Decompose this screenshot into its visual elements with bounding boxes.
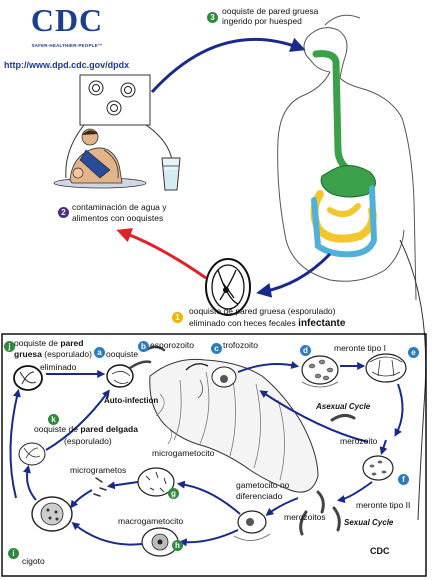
microgametes-illustration: [93, 477, 107, 497]
bathing-scene-illustration: [53, 128, 147, 189]
merozoites-illustration: [299, 490, 341, 536]
sporozoite-label: esporozoito: [150, 340, 194, 350]
stage-d-badge: d: [300, 345, 311, 356]
step-3-label-line2: ingerido por huesped: [222, 16, 302, 26]
arrow-oocyst-to-environment: [116, 228, 207, 280]
step-1-label-line2: eliminado con heces fecales infectante: [189, 318, 345, 329]
meront-type-2-illustration: [362, 455, 394, 481]
stage-a-badge: a: [94, 347, 105, 358]
meront-type-1-illustration: [301, 355, 339, 388]
step-2-badge: 2: [58, 207, 69, 218]
asexual-cycle-label: Asexual Cycle: [316, 402, 371, 411]
zygote-label: cigoto: [22, 556, 45, 566]
source-url[interactable]: http://www.dpd.cdc.gov/dpdx: [4, 60, 130, 70]
step-1-label-line1: ooquiste de pared gruesa (esporulado): [189, 306, 336, 316]
thin-walled-oocyst-illustration: [18, 442, 46, 466]
sexual-cycle-label: Sexual Cycle: [344, 518, 394, 527]
water-glass-illustration: [161, 157, 181, 191]
panel-to-bathing-line: [65, 124, 85, 179]
trophozoite-label: trofozoito: [223, 340, 258, 350]
stage-k-label-line1: ooquiste de pared delgada: [34, 424, 138, 434]
step-1-excreted-text: eliminado con heces fecales: [189, 318, 296, 328]
stage-c-badge: c: [211, 343, 222, 354]
type-2-meront-label: meronte tipo II: [356, 500, 411, 510]
auto-infection-label: Auto-infection: [104, 396, 159, 405]
cdc-logo: CDC SAFER·HEALTHIER·PEOPLE™: [14, 0, 120, 56]
step-2-label-line1: contaminación de agua y: [72, 202, 167, 212]
gametocyte-illustration: [233, 510, 271, 541]
arrow-to-host: [150, 37, 306, 94]
gametocyte-label-line1: gametocito no: [236, 480, 290, 490]
merozoites-label: merozoitos: [284, 512, 326, 522]
stage-j-label-line1: ooquiste de pared: [14, 338, 84, 348]
stage-k-badge: k: [48, 414, 59, 425]
human-host-silhouette: [277, 14, 417, 301]
merozoite-illustration: [330, 413, 356, 422]
thick-walled-oocyst-illustration: [13, 365, 43, 391]
stage-i-badge: i: [8, 548, 19, 559]
stage-k-label-line2: (esporulado): [64, 436, 112, 446]
infective-oocyst-illustration: [205, 258, 251, 316]
cdc-logo-wordmark: CDC: [30, 2, 104, 38]
intestinal-epithelium-illustration: [149, 358, 319, 493]
step-1-badge: 1: [172, 312, 183, 323]
stage-b-badge: b: [138, 341, 149, 352]
lifecycle-box: [1, 333, 427, 577]
stage-j-label-line2: gruesa (esporulado): [14, 349, 92, 359]
panel-to-glass-line: [145, 124, 173, 161]
stage-g-badge: g: [168, 488, 179, 499]
macrogametocyte-label: macrogametocito: [118, 516, 184, 526]
type-1-meront-label: meronte tipo I: [334, 343, 386, 353]
cdc-logo-tagline: SAFER·HEALTHIER·PEOPLE™: [31, 43, 103, 48]
digestive-tract: [310, 50, 378, 258]
microgametes-label: microgrametos: [70, 465, 127, 475]
oocyst-panel: [79, 74, 151, 126]
zygote-illustration: [31, 496, 73, 532]
arrow-host-to-oocyst: [256, 252, 332, 298]
merozoite-release-illustration: [365, 353, 407, 383]
stage-j-label-line3: eliminado: [40, 362, 77, 372]
cdc-credit: CDC: [370, 546, 390, 556]
stage-e-badge: e: [408, 347, 419, 358]
stage-f-badge: f: [398, 474, 409, 485]
infective-stage-label: infectante: [298, 318, 346, 329]
step-3-label-line1: ooquiste de pared gruesa: [222, 6, 319, 16]
stage-j-badge: j: [4, 341, 15, 352]
gametocyte-label-line2: diferenciado: [236, 491, 283, 501]
oocyst-label: ooquiste: [106, 349, 139, 359]
excysting-oocyst-illustration: [106, 345, 166, 388]
stage-h-badge: h: [172, 540, 183, 551]
merozoite-label: merozoito: [340, 436, 378, 446]
connector-line-to-lifecycle: [399, 239, 427, 521]
microgametocyte-label: microgametocito: [152, 448, 215, 458]
step-2-label-line2: alimentos con ooquistes: [72, 213, 164, 223]
step-3-badge: 3: [207, 12, 218, 23]
lifecycle-arrows: [9, 361, 404, 547]
